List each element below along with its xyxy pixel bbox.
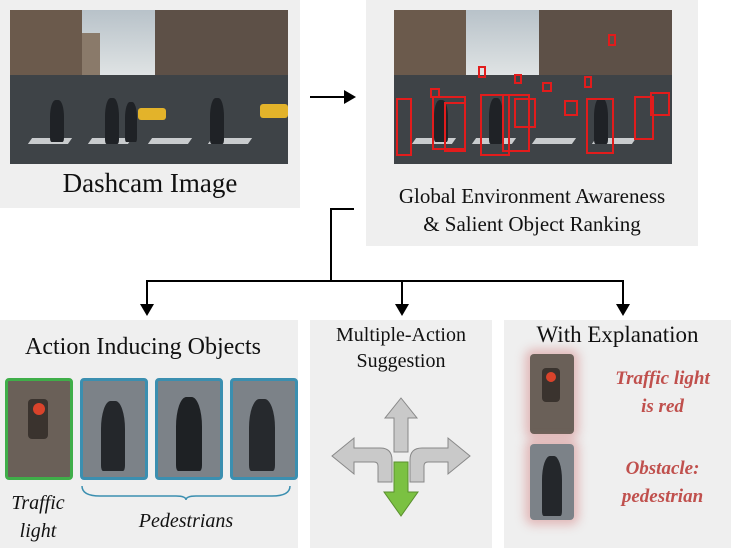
arrow-down-right <box>616 304 630 316</box>
explanation-item2-line1: Obstacle: <box>625 458 700 479</box>
awareness-caption-line1: Global Environment Awareness <box>398 184 666 208</box>
pedestrian-crop-1 <box>80 378 148 480</box>
explanation-panel: With Explanation Traffic light is red Ob… <box>504 320 731 548</box>
arrow-up-icon <box>383 397 419 453</box>
pedestrians-brace <box>81 485 291 500</box>
suggestion-title-line2: Suggestion <box>356 350 446 372</box>
explanation-item2-line2: pedestrian <box>621 486 704 507</box>
connector-stub <box>330 208 354 210</box>
awareness-caption-line2: & Salient Object Ranking <box>423 212 641 236</box>
connector-down <box>330 208 332 280</box>
connector-right-down <box>622 280 624 308</box>
turn-right-icon <box>409 436 471 483</box>
arrow-down-left <box>140 304 154 316</box>
connector-mid-down <box>401 280 403 308</box>
explanation-traffic-crop <box>530 354 574 434</box>
awareness-panel: Global Environment Awareness & Salient O… <box>366 0 698 246</box>
action-arrows-icon <box>331 397 471 517</box>
explanation-item1-line2: is red <box>641 396 684 417</box>
traffic-light-crop <box>5 378 73 480</box>
dashcam-image <box>10 10 288 164</box>
explanation-item1-line1: Traffic light <box>615 368 710 389</box>
explanation-title: With Explanation <box>536 322 699 347</box>
annotated-image <box>394 10 672 164</box>
suggestion-panel: Multiple-Action Suggestion <box>310 320 492 548</box>
pedestrians-label: Pedestrians <box>138 510 234 532</box>
connector-left-down <box>146 280 148 308</box>
pedestrian-crop-2 <box>155 378 223 480</box>
arrow-right-head <box>344 90 356 104</box>
suggestion-title-line1: Multiple-Action <box>336 324 466 346</box>
arrow-right <box>310 96 346 98</box>
objects-panel: Action Inducing Objects Traffic light Pe… <box>0 320 298 548</box>
turn-left-icon <box>331 436 393 483</box>
dashcam-caption: Dashcam Image <box>62 168 238 198</box>
dashcam-panel: Dashcam Image <box>0 0 300 208</box>
traffic-light-label-line1: Traffic <box>11 492 65 514</box>
arrow-down-mid <box>395 304 409 316</box>
traffic-light-label-line2: light <box>19 520 57 542</box>
pedestrian-crop-3 <box>230 378 298 480</box>
objects-title: Action Inducing Objects <box>25 334 261 360</box>
arrow-down-green-icon <box>383 461 419 517</box>
explanation-pedestrian-crop <box>530 444 574 520</box>
connector-horizontal <box>146 280 624 282</box>
